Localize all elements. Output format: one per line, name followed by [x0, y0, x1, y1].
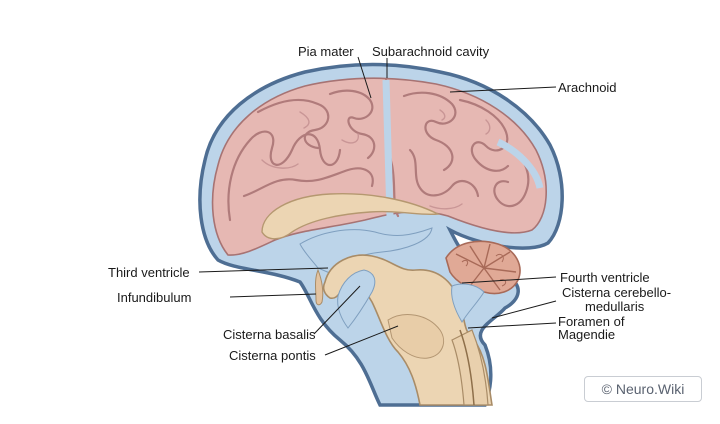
- gyri-occipital-1: [493, 148, 530, 208]
- gyri-parietal-2: [458, 98, 510, 172]
- gyri-frontal-3: [328, 89, 376, 160]
- leader-infundibulum: [229, 293, 317, 298]
- label-infundibulum: Infundibulum: [117, 290, 191, 305]
- leader-foramen-of-magendie: [467, 322, 557, 329]
- leader-pia-mater: [357, 56, 372, 99]
- label-cisterna-pontis: Cisterna pontis: [229, 348, 316, 363]
- sulcal-csf: [382, 79, 394, 217]
- infundibulum-stalk: [315, 268, 324, 306]
- label-cisterna-cerebellomedullaris-2: medullaris: [585, 299, 645, 314]
- label-arachnoid: Arachnoid: [558, 80, 617, 95]
- gyri-frontal-2: [256, 98, 330, 150]
- gyri-frontal-4: [242, 167, 374, 198]
- label-third-ventricle: Third ventricle: [108, 265, 190, 280]
- pons: [387, 314, 444, 359]
- label-cisterna-cerebellomedullaris-1: Cisterna cerebello-: [562, 285, 671, 300]
- label-cisterna-basalis: Cisterna basalis: [223, 327, 316, 342]
- leader-third-ventricle: [198, 267, 329, 273]
- label-fourth-ventricle: Fourth ventricle: [560, 270, 650, 285]
- label-pia-mater: Pia mater: [298, 44, 354, 59]
- gyri-frontal-5: [261, 111, 359, 169]
- corpus-callosum: [261, 192, 441, 240]
- third-ventricle-space: [299, 227, 433, 275]
- leader-cisterna-basalis: [313, 285, 361, 335]
- gyri-parietal-1: [402, 91, 457, 172]
- leader-fourth-ventricle: [461, 276, 557, 284]
- neurowiki-watermark: © Neuro.Wiki: [584, 376, 702, 402]
- leader-cisterna-pontis: [324, 325, 399, 356]
- fourth-ventricle-space: [451, 283, 485, 323]
- central-canal: [459, 329, 475, 406]
- leader-cisterna-cerebellomedullaris: [491, 300, 557, 319]
- label-foramen-of-magendie-2: Magendie: [558, 327, 615, 342]
- gyri-frontal-1: [227, 130, 342, 222]
- label-subarachnoid-cavity: Subarachnoid cavity: [372, 44, 490, 59]
- label-foramen-of-magendie-1: Foramen of: [558, 314, 625, 329]
- leader-arachnoid: [449, 86, 557, 93]
- cisterna-basalis-space: [337, 269, 376, 329]
- gyri-parietal-3: [408, 148, 480, 198]
- parieto-occipital-csf: [496, 138, 544, 189]
- gyri-parietal-4: [429, 109, 491, 210]
